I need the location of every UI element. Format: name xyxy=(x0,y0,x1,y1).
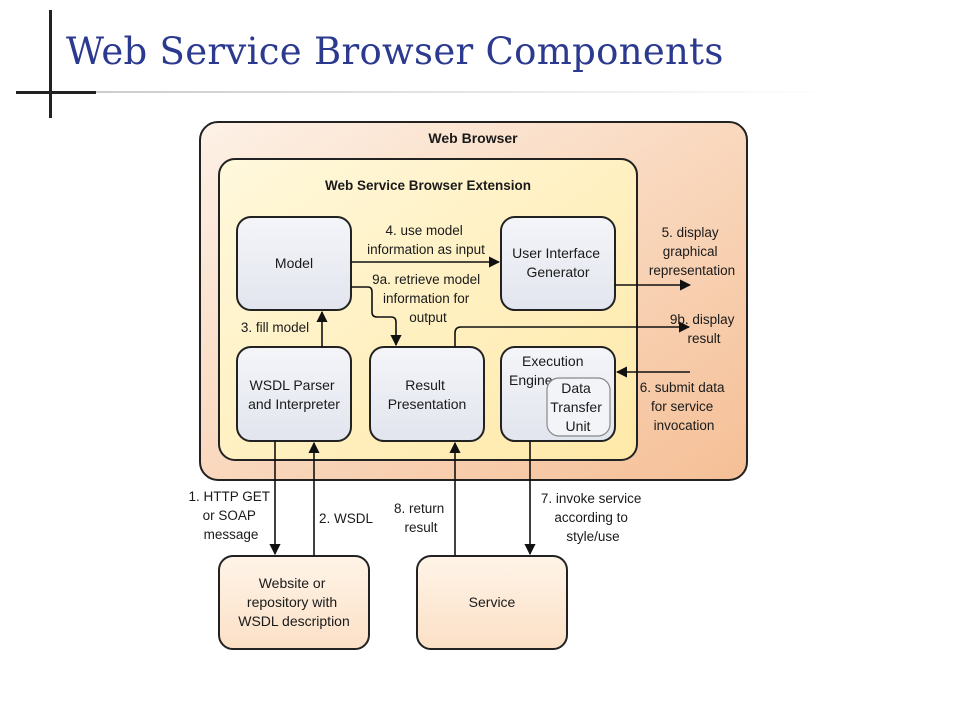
extension-label: Web Service Browser Extension xyxy=(325,178,531,193)
data-transfer-unit-label: Data Transfer Unit xyxy=(550,380,606,434)
service-box xyxy=(416,555,568,650)
slide-title: Web Service Browser Components xyxy=(66,30,724,73)
wsdl-parser-box xyxy=(236,346,352,442)
edge-label-9b: 9b. display result xyxy=(670,312,738,346)
edge-label-4: 4. use model information as input xyxy=(367,223,485,257)
result-presentation-box xyxy=(369,346,485,442)
website-label: Website or repository with WSDL descript… xyxy=(238,575,350,629)
web-browser-label: Web Browser xyxy=(428,130,518,146)
ui-generator-box xyxy=(500,216,616,311)
edge-label-8: 8. return result xyxy=(394,501,448,535)
data-transfer-unit-box xyxy=(546,377,611,437)
edge-label-1: 1. HTTP GET or SOAP message xyxy=(188,489,273,542)
website-box xyxy=(218,555,370,650)
model-label: Model xyxy=(275,255,313,271)
arrow-9b-display-result xyxy=(454,321,691,347)
edge-label-6: 6. submit data for service invocation xyxy=(640,380,729,433)
edge-label-7: 7. invoke service according to style/use xyxy=(541,491,645,544)
edge-label-2: 2. WSDL xyxy=(319,511,374,526)
execution-engine-label: Execution Engine xyxy=(509,353,587,388)
service-label: Service xyxy=(469,594,516,610)
decorative-horizontal-bar xyxy=(16,91,96,94)
edge-label-5: 5. display graphical representation xyxy=(649,225,735,278)
model-box xyxy=(236,216,352,311)
edge-label-9a: 9a. retrieve model information for outpu… xyxy=(372,272,484,325)
edge-label-3: 3. fill model xyxy=(241,320,309,335)
decorative-vertical-bar xyxy=(49,10,52,118)
ui-generator-label: User Interface Generator xyxy=(512,245,604,280)
wsdl-parser-label: WSDL Parser and Interpreter xyxy=(248,377,340,412)
title-underline xyxy=(52,91,842,93)
arrow-9a-retrieve-model xyxy=(351,286,402,347)
result-presentation-label: Result Presentation xyxy=(388,377,467,412)
